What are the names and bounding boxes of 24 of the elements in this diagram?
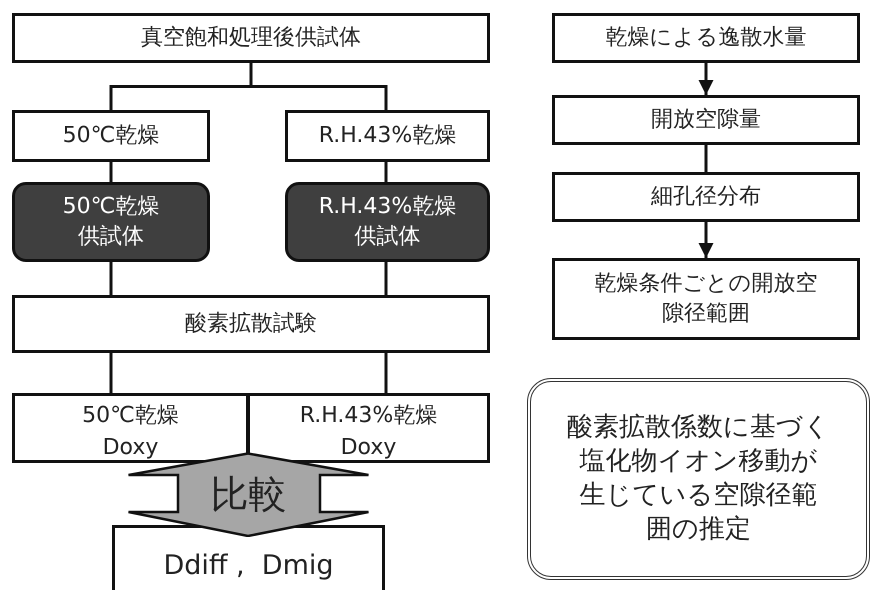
- connector-line: [110, 353, 112, 393]
- arrow: [698, 222, 714, 258]
- process-box: 乾燥による逸散水量: [552, 13, 860, 63]
- result-box: Ddiff , Dmig: [112, 525, 385, 590]
- connector-line: [250, 63, 388, 110]
- process-box: 乾燥条件ごとの開放空隙径範囲: [552, 258, 860, 340]
- conclusion-box: 酸素拡散係数に基づく塩化物イオン移動が生じている空隙径範囲の推定: [527, 378, 870, 580]
- sample-box: 50℃乾燥供試体: [12, 182, 210, 262]
- arrow: [698, 63, 714, 95]
- connector-line: [384, 353, 388, 393]
- process-box: 50℃乾燥: [12, 110, 210, 162]
- connector-line: [704, 145, 708, 172]
- result-cell: R.H.43%乾燥 Doxy: [247, 393, 490, 463]
- connector-line: [384, 162, 388, 182]
- connector-line: [110, 262, 112, 295]
- result-cell: 50℃乾燥 Doxy: [12, 393, 249, 463]
- connector-line: [384, 262, 388, 295]
- process-box: 細孔径分布: [552, 172, 860, 222]
- process-box: R.H.43%乾燥: [285, 110, 490, 162]
- sample-box: R.H.43%乾燥供試体: [285, 182, 490, 262]
- process-box: 真空飽和処理後供試体: [12, 13, 490, 63]
- process-box: 開放空隙量: [552, 95, 860, 145]
- connector-line: [110, 162, 112, 182]
- process-box: 酸素拡散試験: [12, 295, 490, 353]
